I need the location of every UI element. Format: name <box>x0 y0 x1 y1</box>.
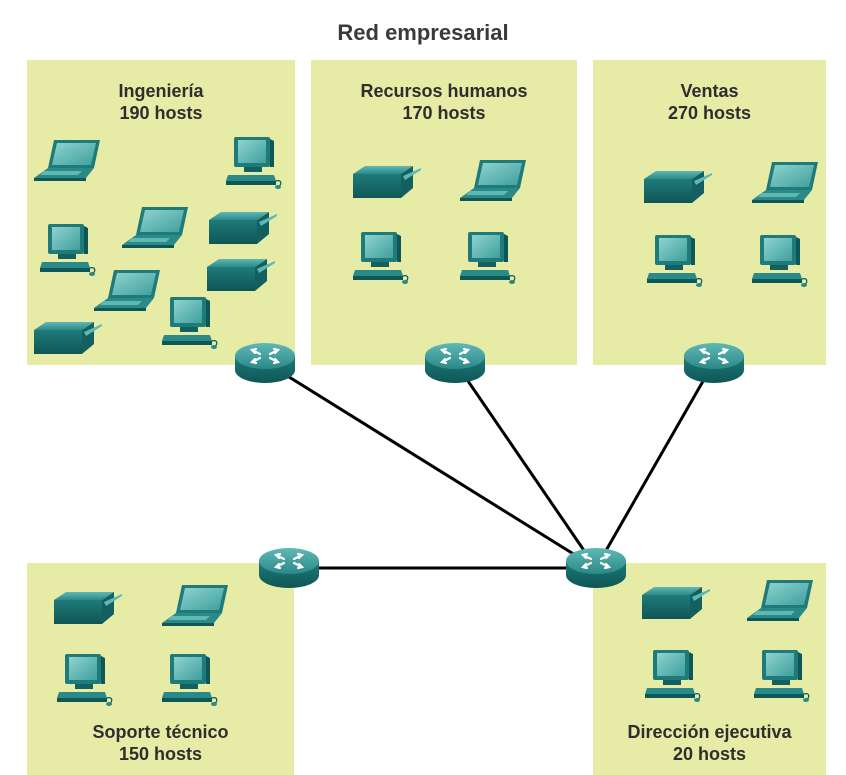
department-name: Soporte técnico <box>92 722 229 742</box>
router-icon <box>258 547 320 589</box>
laptop-icon <box>32 138 102 186</box>
laptop-icon <box>750 160 820 208</box>
zone-recursos-humanos-label: Recursos humanos 170 hosts <box>311 80 577 124</box>
router-icon <box>234 342 296 384</box>
printer-icon <box>640 583 712 623</box>
printer-icon <box>32 318 104 358</box>
desktop-icon <box>351 230 411 286</box>
printer-icon <box>351 162 423 202</box>
desktop-icon <box>750 233 810 289</box>
department-hosts: 20 hosts <box>672 744 747 764</box>
link-ingenieria-core <box>264 360 597 570</box>
department-name: Recursos humanos <box>360 81 528 101</box>
desktop-icon <box>160 295 220 351</box>
router-icon <box>683 342 745 384</box>
desktop-icon <box>643 648 703 704</box>
desktop-icon <box>645 233 705 289</box>
department-hosts: 190 hosts <box>119 103 203 123</box>
desktop-icon <box>224 135 284 191</box>
zone-ventas: Ventas 270 hosts <box>593 60 826 365</box>
link-ventas-core <box>594 361 716 569</box>
department-name: Dirección ejecutiva <box>627 722 792 742</box>
laptop-icon <box>745 578 815 626</box>
link-rrhh-core <box>453 361 598 569</box>
laptop-icon <box>120 205 190 253</box>
zone-soporte-tecnico: Soporte técnico 150 hosts <box>27 563 294 775</box>
zone-direccion-ejecutiva-label: Dirección ejecutiva 20 hosts <box>593 721 826 765</box>
desktop-icon <box>458 230 518 286</box>
department-hosts: 150 hosts <box>118 744 203 764</box>
diagram-title: Red empresarial <box>337 20 509 45</box>
desktop-icon <box>160 652 220 708</box>
printer-icon <box>52 588 124 628</box>
department-hosts: 170 hosts <box>402 103 486 123</box>
zone-ingenieria-label: Ingeniería 190 hosts <box>27 80 295 124</box>
zone-recursos-humanos: Recursos humanos 170 hosts <box>311 60 577 365</box>
printer-icon <box>207 208 279 248</box>
laptop-icon <box>458 158 528 206</box>
router-icon <box>424 342 486 384</box>
department-name: Ingeniería <box>118 81 204 101</box>
desktop-icon <box>55 652 115 708</box>
desktop-icon <box>38 222 98 278</box>
printer-icon <box>642 167 714 207</box>
desktop-icon <box>752 648 812 704</box>
laptop-icon <box>92 268 162 316</box>
zone-soporte-tecnico-label: Soporte técnico 150 hosts <box>27 721 294 765</box>
router-icon <box>565 547 627 589</box>
laptop-icon <box>160 583 230 631</box>
department-hosts: 270 hosts <box>667 103 752 123</box>
department-name: Ventas <box>680 81 739 101</box>
printer-icon <box>205 255 277 295</box>
zone-ventas-label: Ventas 270 hosts <box>593 80 826 124</box>
